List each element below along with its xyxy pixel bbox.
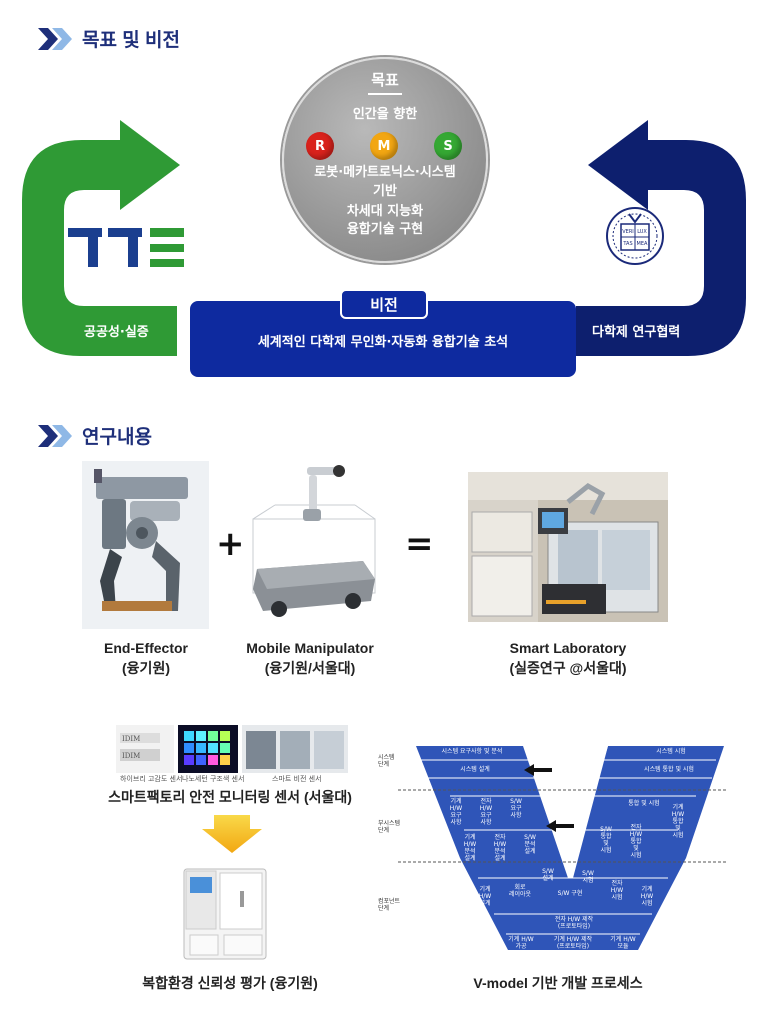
v-level-component: 컴포넌트 단계	[378, 898, 401, 912]
goal-circle: 목표 인간을 향한 R M S 로봇·메카트로닉스·시스템 기반 차세대 지능화…	[282, 57, 488, 263]
end-effector-name: End-Effector	[104, 640, 188, 656]
left-cycle-arrow	[22, 120, 180, 356]
v-right-comp-2: 기계 H/W 시험	[640, 886, 654, 907]
v-model-shape	[398, 746, 728, 950]
v-right-mid-3: 기계 H/W 통합 및 시험	[671, 804, 685, 839]
double-chevron-icon	[38, 27, 72, 50]
environmental-chamber-image	[183, 868, 267, 960]
goal-line-2: 로봇·메카트로닉스·시스템	[314, 165, 456, 180]
end-effector-org: (융기원)	[122, 660, 170, 676]
mobile-manipulator-org: (융기원/서울대)	[264, 660, 356, 676]
v-left-mid-3: S/W 요구 사항	[510, 798, 522, 819]
goal-dot-s: S	[434, 132, 462, 160]
v-sw-impl: S/W 구현	[557, 890, 583, 897]
goal-dot-r: R	[306, 132, 334, 160]
chamber-title: 복합환경 신뢰성 평가 (융기원)	[142, 975, 318, 991]
v-sw-test: S/W 시험	[582, 870, 594, 884]
left-arrow-label: 공공성·실증	[84, 325, 149, 340]
right-cycle-arrow	[576, 120, 746, 356]
v-model-diagram: 시스템 단계 부시스템 단계 컴포넌트 단계 시스템 요구사항 및 분석 시스템…	[378, 738, 734, 966]
sensor-caption-3: 스마트 비전 센서	[272, 775, 322, 783]
goal-divider	[368, 93, 402, 95]
v-left-mid-1: 기계 H/W 요구 사항	[449, 798, 463, 826]
smart-lab-name: Smart Laboratory	[509, 640, 627, 656]
v-left-comp-3: S/W 설계	[542, 868, 554, 882]
seal-cell-4: MEA	[637, 241, 648, 247]
goal-dot-m-letter: M	[377, 138, 391, 154]
vmodel-title: V-model 기반 개발 프로세스	[473, 975, 643, 991]
sensor-title: 스마트팩토리 안전 모니터링 센서 (서울대)	[108, 789, 352, 805]
sensor-caption-2: 나노세턴 구조색 센서	[182, 775, 245, 783]
v-left-low-3: S/W 분석 설계	[524, 834, 536, 855]
goal-line-1: 인간을 향한	[352, 107, 418, 122]
v-right-comp-1: 전자 H/W 시험	[610, 880, 624, 901]
v-right-mid-top: 통합 및 시험	[628, 800, 660, 807]
vision-tab: 비전	[340, 289, 428, 319]
v-right-mid-1: S/W 통합 및 시험	[600, 826, 612, 854]
v-left-comp-2: 회로 레이아웃	[508, 884, 532, 898]
v-bottom-module: 기계 H/W 모듈	[610, 936, 636, 950]
seal-cell-1: VERI	[622, 229, 634, 235]
section-title-text: 연구내용	[82, 427, 152, 448]
v-left-mid-2: 전자 H/W 요구 사항	[479, 798, 493, 826]
vision-box: 비전 세계적인 다학제 무인화·자동화 융합기술 초석	[190, 289, 576, 377]
v-left-low-1: 기계 H/W 분석 설계	[463, 834, 477, 862]
smart-lab-caption: Smart Laboratory (실증연구 @서울대)	[480, 638, 656, 678]
section-title-research: 연구내용	[38, 422, 152, 449]
v-level-system: 시스템 단계	[378, 754, 395, 768]
v-left-comp-1: 기계 H/W 설계	[478, 886, 492, 907]
double-chevron-icon	[38, 424, 72, 447]
end-effector-caption: End-Effector (융기원)	[76, 638, 216, 678]
goal-heading: 목표	[371, 71, 399, 89]
section-title-goal-vision: 목표 및 비전	[38, 25, 180, 52]
goal-dot-r-letter: R	[314, 138, 325, 154]
smart-lab-org: (실증연구 @서울대)	[509, 660, 627, 676]
v-bar-left-2: 시스템 설계	[460, 766, 490, 773]
v-bottom-electronics: 전자 H/W 제작 (프로토타입)	[554, 916, 594, 930]
down-arrow-icon	[202, 815, 262, 853]
v-left-low-2: 전자 H/W 분석 설계	[493, 834, 507, 862]
goal-dot-m: M	[370, 132, 398, 160]
smart-laboratory-image	[468, 472, 668, 622]
right-arrow-label: 다학제 연구협력	[592, 325, 681, 340]
equals-sign: =	[405, 524, 434, 564]
vision-text: 세계적인 다학제 무인화·자동화 융합기술 초석	[257, 335, 509, 350]
goal-line-5: 융합기술 구현	[346, 222, 424, 237]
sensor-logo-text-2: IDIM	[122, 752, 140, 760]
goal-dot-s-letter: S	[443, 138, 453, 154]
v-bar-right-2: 시스템 통합 및 시험	[644, 766, 694, 773]
v-bar-left-1: 시스템 요구사항 및 분석	[441, 748, 503, 755]
seal-cell-3: TAS	[622, 241, 632, 247]
v-bar-right-1: 시스템 시험	[656, 748, 686, 755]
sensor-caption-1: 하이브리 고감도 센서	[120, 775, 183, 783]
plus-sign: +	[216, 524, 245, 564]
goal-line-3: 기반	[373, 184, 397, 199]
university-seal-icon: VERI LUX TAS MEA	[606, 207, 664, 265]
v-level-subsystem: 부시스템 단계	[378, 820, 401, 834]
mobile-manipulator-caption: Mobile Manipulator (융기원/서울대)	[222, 638, 398, 678]
mobile-manipulator-image	[252, 465, 376, 617]
goal-line-4: 차세대 지능화	[346, 204, 424, 219]
section-title-text: 목표 및 비전	[82, 30, 180, 51]
mobile-manipulator-name: Mobile Manipulator	[246, 640, 374, 656]
v-bottom-mech-proto: 기계 H/W 제작 (프로토타입)	[553, 936, 593, 950]
sensor-logo-text-1: IDIM	[122, 735, 140, 743]
institute-logo-icon	[68, 228, 184, 267]
sensor-images-strip: IDIM IDIM	[116, 725, 348, 773]
v-bottom-machining: 기계 H/W 가공	[508, 936, 534, 950]
seal-cell-2: LUX	[637, 229, 647, 235]
v-right-mid-2: 전자 H/W 통합 및 시험	[629, 824, 643, 859]
end-effector-image	[82, 461, 209, 629]
